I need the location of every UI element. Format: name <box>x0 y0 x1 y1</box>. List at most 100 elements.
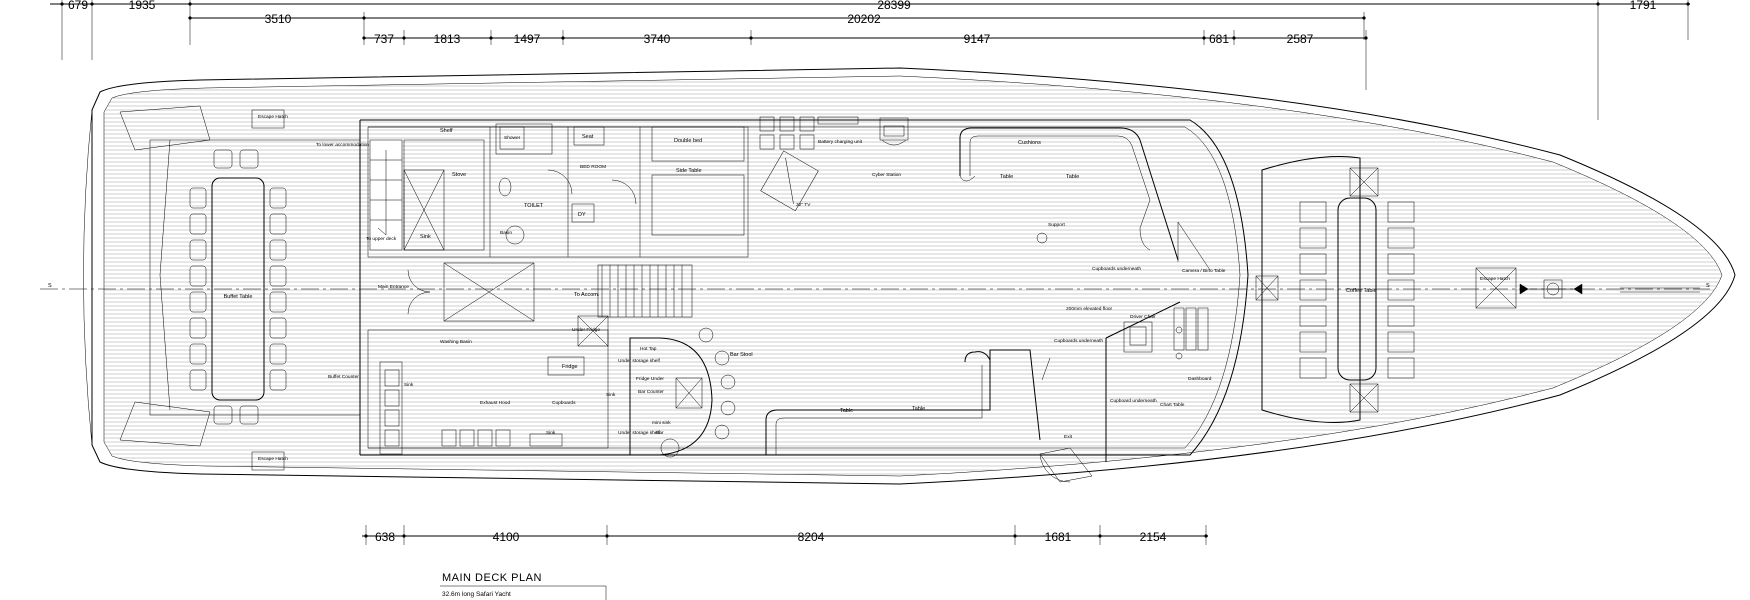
lounger <box>1387 357 1415 379</box>
dimension-label: 638 <box>375 530 395 544</box>
chair <box>189 239 207 261</box>
buffet-table-label: Buffet Table <box>224 294 253 300</box>
sink-label: Sink <box>606 392 616 398</box>
seat-label: Seat <box>582 134 594 140</box>
lounger <box>1299 253 1327 275</box>
camera-table-label: Camera / Bino Table <box>1182 268 1226 274</box>
toilet-label: TOILET <box>524 203 544 209</box>
dimension-label: 3740 <box>644 32 671 46</box>
bar-stools <box>698 327 736 440</box>
dimension-label: 2154 <box>1140 530 1167 544</box>
escape-hatch-label: Escape Hatch <box>258 114 288 120</box>
table-label: Table <box>1066 174 1079 180</box>
cushions-label: Cushions <box>1018 140 1041 146</box>
dimension-label: 681 <box>1209 32 1229 46</box>
chair <box>213 405 233 425</box>
saloon-port: Table Table Cupboards underneath <box>765 338 1103 455</box>
support-label: Support <box>1048 222 1065 228</box>
chair <box>189 291 207 313</box>
fridge-under-label: Fridge Under <box>636 376 664 382</box>
dimension-label: 1497 <box>514 32 541 46</box>
aft-deck: Buffet Table Escape Hatch Escape Hatch <box>83 105 361 471</box>
aft-chairs <box>189 149 287 425</box>
drawing-title: MAIN DECK PLAN <box>442 572 542 584</box>
cyber-station-label: Cyber Station <box>872 172 901 178</box>
dimension-label: 679 <box>68 0 88 12</box>
escape-hatch-label: Escape Hatch <box>258 456 288 462</box>
dy-label: DY <box>578 212 586 218</box>
cupboards-label: Cupboards underneath <box>1092 266 1141 272</box>
double-bed-label: Double bed <box>674 138 702 144</box>
lounger <box>1299 305 1327 327</box>
lounger <box>1387 305 1415 327</box>
to-accom-label: To Accom. <box>574 292 600 298</box>
dimension-label: 8204 <box>798 530 825 544</box>
dimension-label: 1791 <box>1630 0 1657 12</box>
bar-stool <box>720 374 736 390</box>
lounger <box>1387 253 1415 275</box>
cupboards-label: Cupboards <box>552 400 576 406</box>
stair-label: To lower accommodation <box>316 142 369 148</box>
centerline-left-mark: S <box>48 283 52 289</box>
centerline-right-mark: S <box>1706 283 1710 289</box>
bed-room-label: BED ROOM <box>580 164 606 170</box>
buffet-table <box>211 177 265 401</box>
sink-label: Sink <box>404 382 414 388</box>
fridge-label: Fridge <box>562 364 578 370</box>
chair <box>269 187 287 209</box>
bar-stool <box>720 400 736 416</box>
dimension-label: 4100 <box>493 530 520 544</box>
dimension-label: 28399 <box>877 0 911 12</box>
table-label: Table <box>912 406 925 412</box>
saloon-starboard: Cushions Table Table Support Cupboards u… <box>959 127 1226 274</box>
bar-counter-label: Bar Counter <box>638 389 664 395</box>
lounger <box>1299 357 1327 379</box>
bar-label: Bar <box>656 430 664 436</box>
raised-floor-label: 200mm elevated floor <box>1066 306 1113 312</box>
main-entrance-label: Main Entrance <box>378 284 409 290</box>
shower-label: Shower <box>504 135 521 141</box>
dimension-label: 1935 <box>129 0 156 12</box>
storage-label: Under storage shelf <box>618 430 661 436</box>
chair <box>269 343 287 365</box>
hull-outline <box>91 67 1736 485</box>
bar-stool-label: Bar Stool <box>730 352 753 358</box>
cabin-details: To lower accommodation To upper deck Sto… <box>316 116 909 251</box>
drawing-subtitle: 32.6m long Safari Yacht <box>442 591 511 598</box>
dimension-label: 1813 <box>434 32 461 46</box>
shelf-label: Shelf <box>440 128 453 134</box>
lounger <box>1299 279 1327 301</box>
stairs-to-accommodation <box>601 265 683 317</box>
bow-loungers <box>1299 201 1415 379</box>
chair <box>269 213 287 235</box>
dimension-label: 20202 <box>847 12 881 26</box>
dashboard-label: Dashboard <box>1188 376 1212 382</box>
dimension-label: 2587 <box>1287 32 1314 46</box>
bar: Hot Tap Fridge Under Bar Counter Under s… <box>618 327 753 458</box>
table-label: Table <box>1000 174 1013 180</box>
lounger <box>1299 201 1327 223</box>
lounger <box>1387 227 1415 249</box>
dimension-label: 3510 <box>265 12 292 26</box>
table-label: Table <box>840 408 853 414</box>
driver-chair-label: Driver Chair <box>1130 314 1156 320</box>
sink-label: Sink <box>546 430 556 436</box>
chair <box>269 265 287 287</box>
dimension-label: 1681 <box>1045 530 1072 544</box>
chair <box>239 405 259 425</box>
exit-label: Exit <box>1064 434 1073 440</box>
stair-label: To upper deck <box>366 236 397 242</box>
lounger <box>1299 227 1327 249</box>
chair <box>269 239 287 261</box>
side-table-label: Side Table <box>676 168 702 174</box>
chair <box>189 265 207 287</box>
galley-port: Main Entrance To Accom. Washing Basin Un… <box>328 269 616 455</box>
chart-table-label: Chart Table <box>1160 402 1185 408</box>
cupboard-label: Cupboard underneath <box>1110 398 1157 404</box>
lounger <box>1387 201 1415 223</box>
lounger <box>1299 331 1327 353</box>
escape-hatch-label: Escape Hatch <box>1480 276 1510 282</box>
hot-tap-label: Hot Tap <box>640 346 657 352</box>
